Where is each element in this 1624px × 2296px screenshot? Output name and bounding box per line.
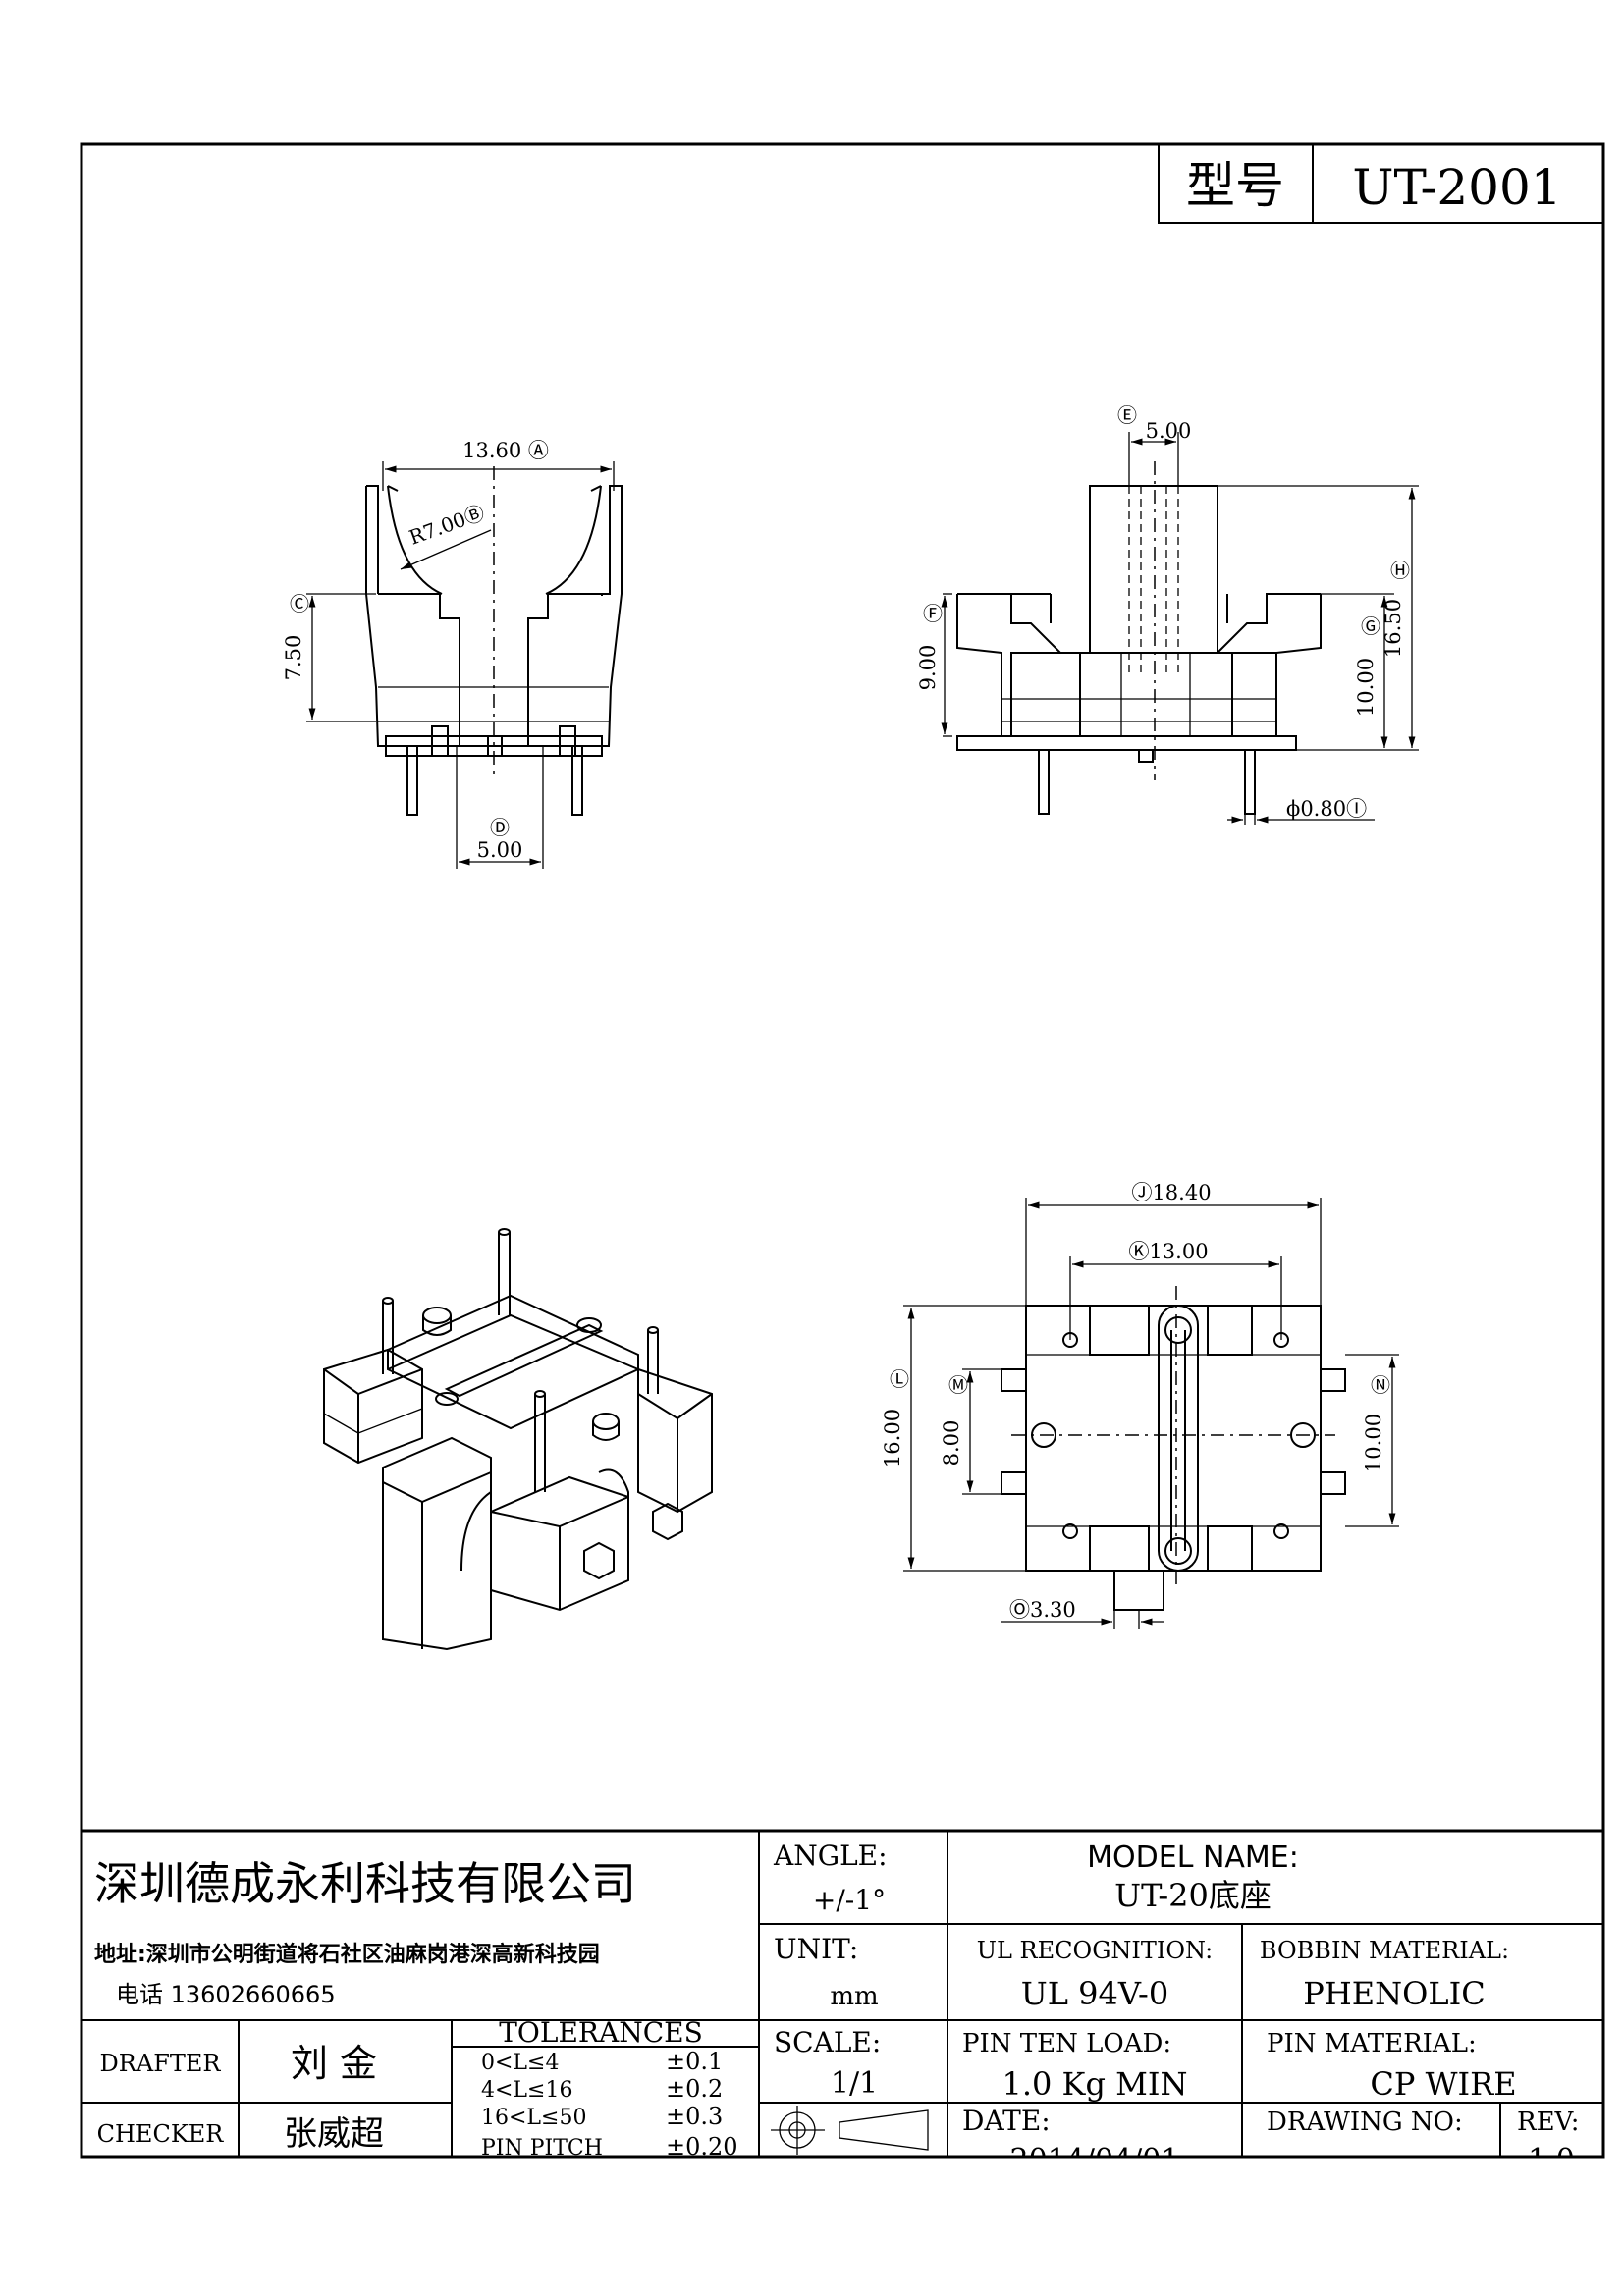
scale-value: 1/1: [831, 2066, 878, 2101]
front-view: 13.60 Ⓐ R7.00Ⓑ 7.50 Ⓒ Ⓓ 5.00: [282, 439, 623, 869]
isometric-view: [323, 1228, 713, 1651]
dim-f-value: 9.00: [916, 645, 940, 691]
ul-value: UL 94V-0: [1021, 1975, 1168, 2012]
sheet-border: [80, 142, 1605, 2159]
unit-value: mm: [830, 1982, 878, 2011]
drafter-label: DRAFTER: [100, 2050, 222, 2077]
tolerance-range-4: PIN PITCH: [481, 2136, 603, 2161]
tolerance-value-2: ±0.2: [666, 2075, 723, 2103]
dim-l-tag: Ⓛ: [890, 1367, 909, 1391]
dim-h-tag: Ⓗ: [1390, 559, 1410, 582]
dim-e-value: 5.00: [1146, 419, 1192, 443]
dim-n-value: 10.00: [1362, 1414, 1385, 1472]
tolerance-range-2: 4<L≤16: [481, 2078, 572, 2103]
company-address: 地址:深圳市公明街道将石社区油麻岗港深高新科技园: [94, 1942, 600, 1967]
dim-i: ϕ0.80Ⓘ: [1286, 797, 1367, 821]
angle-value: +/-1°: [813, 1884, 886, 1916]
dim-o: Ⓞ3.30: [1009, 1598, 1076, 1622]
dim-b: R7.00Ⓑ: [406, 501, 488, 550]
tolerance-range-3b: 16<L≤50: [481, 2106, 586, 2130]
pin-ten-load-label: PIN TEN LOAD:: [962, 2029, 1171, 2058]
dim-n-tag: Ⓝ: [1371, 1373, 1390, 1397]
bottom-view: Ⓙ18.40 Ⓚ13.00 16.00 Ⓛ 8.00 Ⓜ 10.00 Ⓝ: [881, 1181, 1399, 1629]
dim-c-value: 7.50: [282, 635, 305, 681]
unit-label: UNIT:: [774, 1933, 858, 1965]
bobbin-material-label: BOBBIN MATERIAL:: [1260, 1937, 1509, 1964]
dim-a: 13.60 Ⓐ: [462, 439, 549, 462]
model-number-box: 型号 UT-2001: [1158, 143, 1604, 224]
model-name-value: UT-20底座: [1114, 1877, 1272, 1914]
rev-value: 1.0: [1528, 2143, 1575, 2177]
dim-c-tag: Ⓒ: [290, 592, 309, 615]
tolerance-value-4: ±0.20: [666, 2133, 738, 2161]
date-value: 2014/04/01: [1010, 2143, 1180, 2177]
drafter-name: 刘 金: [291, 2042, 377, 2085]
checker-label: CHECKER: [97, 2120, 225, 2148]
pin-material-label: PIN MATERIAL:: [1267, 2029, 1477, 2058]
dim-m-value: 8.00: [940, 1420, 963, 1467]
ul-label: UL RECOGNITION:: [977, 1937, 1213, 1964]
rev-label: REV:: [1517, 2108, 1579, 2137]
date-label: DATE:: [962, 2105, 1051, 2137]
tolerance-value-1: ±0.1: [666, 2048, 723, 2075]
dim-l-value: 16.00: [881, 1409, 904, 1468]
dim-d-tag: Ⓓ: [490, 816, 510, 839]
bobbin-material-value: PHENOLIC: [1303, 1975, 1485, 2012]
checker-name: 张威超: [284, 2114, 384, 2154]
pin-material-value: CP WIRE: [1370, 2065, 1516, 2103]
model-label: 型号: [1186, 157, 1284, 214]
dim-g-value: 10.00: [1354, 658, 1378, 717]
dim-k: Ⓚ13.00: [1128, 1240, 1208, 1263]
model-name-label: MODEL NAME:: [1087, 1841, 1299, 1875]
drawing-no-label: DRAWING NO:: [1267, 2108, 1463, 2137]
projection-symbol: [771, 2106, 929, 2155]
dim-e-tag: Ⓔ: [1117, 403, 1137, 427]
company-phone: 电话 13602660665: [116, 1981, 336, 2008]
dim-d-value: 5.00: [477, 838, 523, 862]
angle-label: ANGLE:: [773, 1840, 888, 1872]
tolerances-label: TOLERANCES: [499, 2016, 703, 2049]
tolerance-value-3b: ±0.3: [666, 2103, 723, 2130]
title-block: 深圳德成永利科技有限公司 地址:深圳市公明街道将石社区油麻岗港深高新科技园 电话…: [81, 1829, 1603, 2177]
dim-j: Ⓙ18.40: [1131, 1181, 1211, 1204]
scale-label: SCALE:: [774, 2026, 881, 2058]
dim-h-value: 16.50: [1381, 599, 1405, 658]
model-number: UT-2001: [1352, 159, 1561, 216]
tolerance-range-1: 0<L≤4: [481, 2051, 559, 2075]
side-view: Ⓔ 5.00 9.00 Ⓕ 10.00 Ⓖ 16.50 Ⓗ ϕ0.80Ⓘ: [916, 403, 1419, 825]
company-name: 深圳德成永利科技有限公司: [94, 1857, 636, 1910]
dim-f-tag: Ⓕ: [923, 602, 943, 625]
pin-ten-load-value: 1.0 Kg MIN: [1001, 2065, 1187, 2103]
dim-m-tag: Ⓜ: [948, 1373, 968, 1397]
dim-g-tag: Ⓖ: [1361, 614, 1380, 638]
